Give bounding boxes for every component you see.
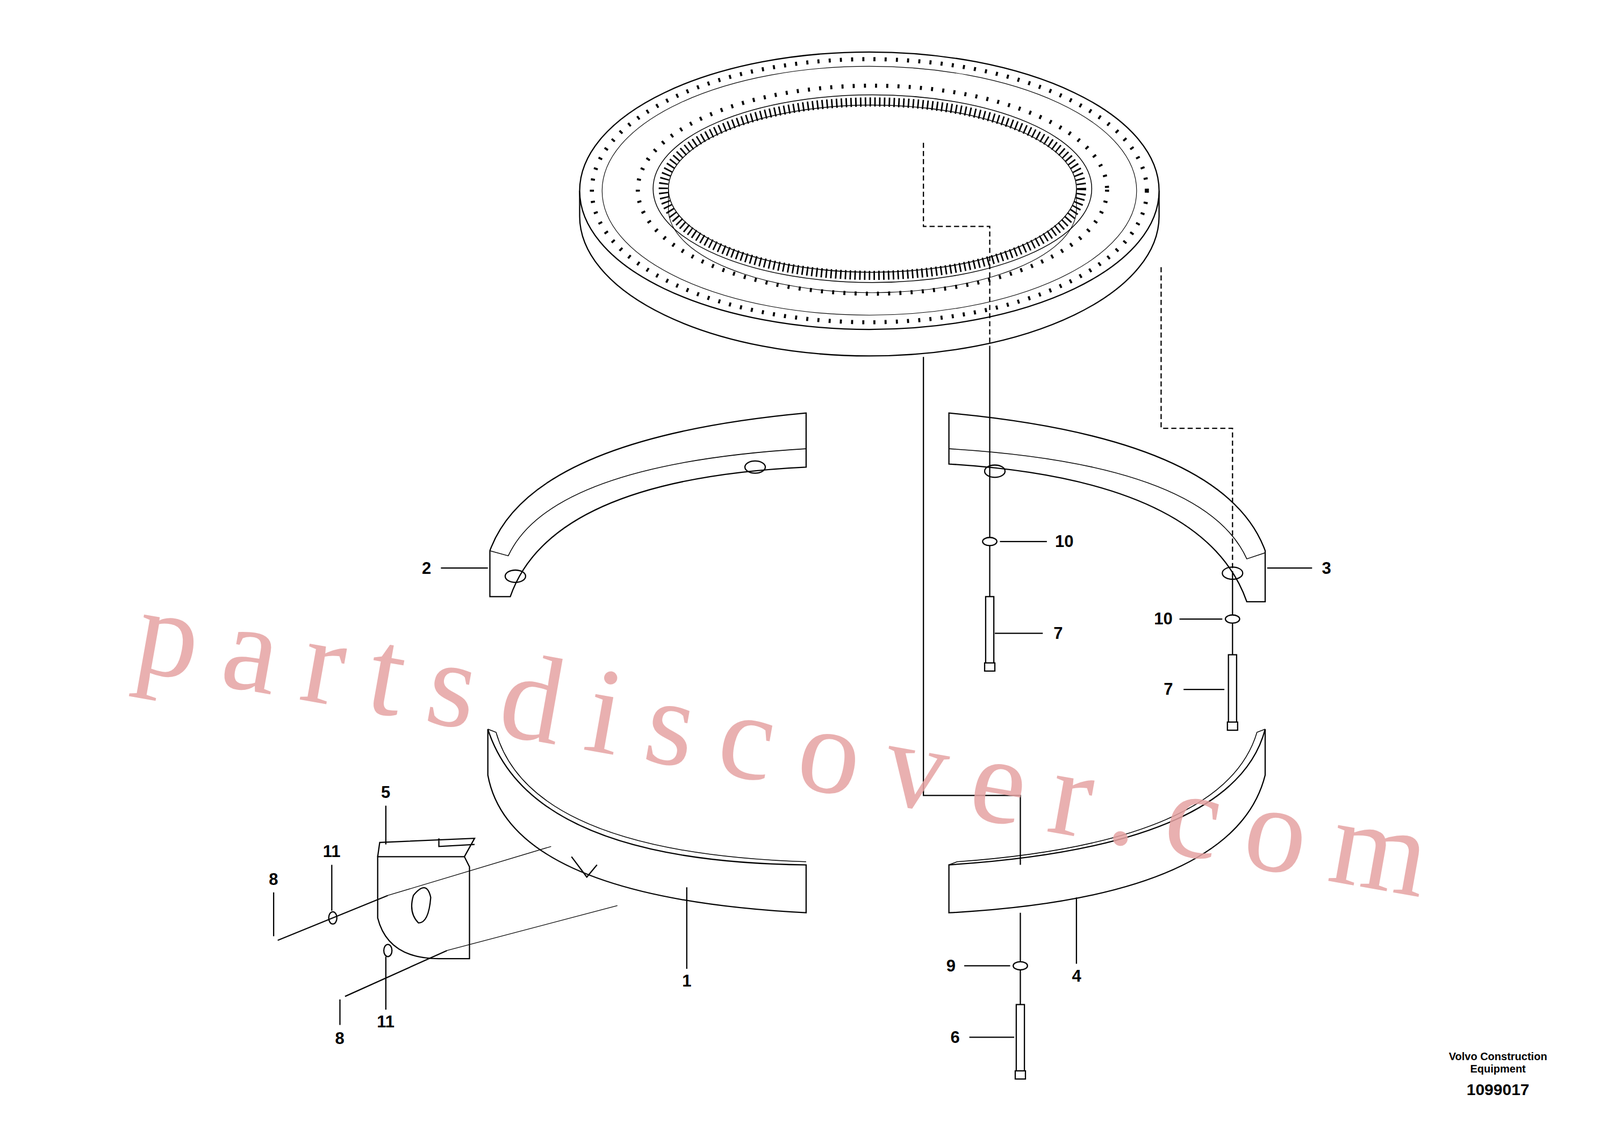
callout-number: 9 [946,956,956,977]
callout-number: 3 [1322,558,1332,579]
callout-number: 4 [1071,966,1081,987]
callout-number: 5 [381,783,391,803]
callout-number: 11 [323,842,341,862]
callout-number: 10 [1055,532,1074,552]
callout-number: 8 [335,1029,345,1049]
callout-number: 8 [268,870,278,890]
callout-number: 7 [1053,623,1063,644]
callout-number: 6 [950,1028,960,1048]
guard-plate [377,856,470,959]
callout-number: 1 [682,971,692,992]
cover-segment [490,413,807,598]
callout-number: 7 [1163,679,1173,700]
callout-number: 10 [1153,609,1173,629]
brand-name: Volvo Construction Equipment [1433,1050,1563,1076]
callout-number: 11 [376,1012,395,1032]
callout-number: 2 [421,558,432,579]
drawing-number: 1099017 [1466,1080,1530,1100]
slewing-ring [579,52,1160,357]
cover-segment [949,413,1266,602]
